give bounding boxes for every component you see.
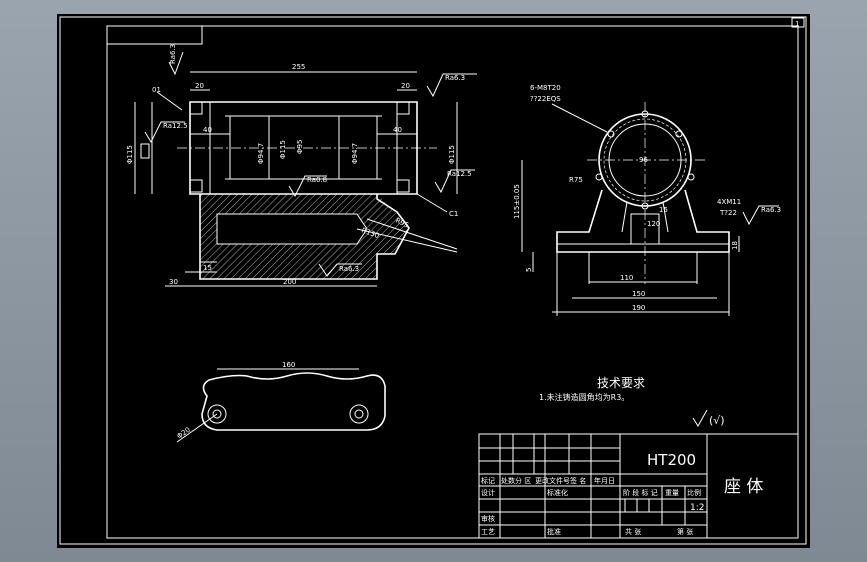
dim-phi115-left: Φ115 bbox=[126, 145, 134, 164]
rough-ra63-2: Ra6.3 bbox=[445, 74, 465, 82]
tb-design: 设计 bbox=[481, 488, 495, 497]
top-view: 160 Φ20 bbox=[176, 361, 386, 443]
support-outline bbox=[556, 189, 730, 253]
tb-label-sign: 签 名 bbox=[570, 476, 586, 485]
side-dim-height: 115±0.05 bbox=[513, 184, 521, 219]
front-view: 255 20 20 40 40 Φ115 Φ94.7 Φ115 Φ95 Φ94.… bbox=[126, 44, 477, 287]
ext-lines bbox=[556, 252, 730, 316]
side-dim-96: 96 bbox=[639, 156, 648, 164]
rough-ra125-right: Ra12.5 bbox=[447, 170, 472, 178]
corner-box bbox=[106, 25, 203, 45]
tb-sheet-no: 第 张 bbox=[677, 527, 693, 536]
drawing-canvas: 1 bbox=[59, 16, 807, 545]
top-dim-160: 160 bbox=[282, 361, 295, 369]
side-view: 6-M8T20 ??22EQS 96 R75 115±0.05 15 120 4… bbox=[513, 84, 781, 316]
datum-box bbox=[140, 143, 150, 159]
tb-part-name: 座 体 bbox=[724, 477, 763, 497]
general-rough-symbol: (√) bbox=[709, 414, 725, 427]
tb-process: 工艺 bbox=[481, 528, 495, 536]
tb-ratio: 比例 bbox=[687, 488, 701, 497]
side-dim-5: 5 bbox=[525, 268, 533, 272]
dim-200: 200 bbox=[283, 278, 296, 286]
tag-01: 01 bbox=[152, 86, 161, 94]
outer-border bbox=[59, 16, 807, 545]
hatch-bl bbox=[189, 179, 203, 193]
dim-20-left: 20 bbox=[195, 82, 204, 90]
top-dim-phi20: Φ20 bbox=[176, 426, 192, 441]
page-number-box bbox=[791, 17, 805, 28]
rough-ra08: Ra0.8 bbox=[307, 176, 327, 184]
leader-r130 bbox=[356, 228, 458, 253]
dim-40-left: 40 bbox=[203, 126, 212, 134]
hatch-tl bbox=[189, 101, 203, 115]
tb-standardize: 标准化 bbox=[547, 488, 568, 497]
title-block: HT200 座 体 1:2 标记 处数 分 区 更改文件号 签 名 年月日 设计… bbox=[478, 433, 799, 539]
side-dim-150: 150 bbox=[632, 290, 645, 298]
tb-scale: 1:2 bbox=[690, 503, 704, 513]
dim-c1: C1 bbox=[449, 210, 458, 218]
inner-border bbox=[106, 25, 799, 539]
side-thread-note-2: ??22EQS bbox=[530, 95, 561, 103]
notes-line1: 1.未注铸造圆角均为R3。 bbox=[539, 392, 629, 402]
side-dim-120: 120 bbox=[647, 220, 660, 228]
hatch-br bbox=[396, 179, 410, 193]
dim-phi115-right: Φ115 bbox=[448, 145, 456, 164]
rough-symbol-1 bbox=[168, 51, 184, 76]
rough-ra63-1: Ra6.3 bbox=[169, 44, 177, 64]
dim-30: 30 bbox=[169, 278, 178, 286]
tb-label-mark: 标记 bbox=[481, 476, 495, 485]
drawing-sheet: 1 bbox=[57, 14, 810, 548]
tb-total: 共 张 bbox=[625, 527, 641, 536]
recess-lines bbox=[229, 116, 378, 179]
top-outline bbox=[201, 372, 386, 431]
side-dim-holes-2: T?22 bbox=[719, 209, 737, 217]
dim-phi94-right: Φ94.7 bbox=[351, 143, 359, 164]
side-dim-r75: R75 bbox=[569, 176, 583, 184]
side-dim-110: 110 bbox=[620, 274, 633, 282]
side-dim-15: 15 bbox=[659, 206, 668, 214]
tb-label-count: 处数 bbox=[501, 476, 515, 485]
rough-ra125-left: Ra12.5 bbox=[163, 122, 188, 130]
dim-15: 15 bbox=[203, 264, 212, 272]
tb-approve: 批准 bbox=[547, 527, 561, 536]
rough-symbol-6 bbox=[318, 263, 362, 277]
inner-steps bbox=[268, 116, 340, 179]
side-dim-18: 18 bbox=[731, 241, 739, 250]
side-dim-holes: 4XM11 bbox=[717, 198, 741, 206]
tb-stage: 阶 段 标 记 bbox=[623, 488, 658, 497]
side-thread-note: 6-M8T20 bbox=[530, 84, 561, 92]
dim-phi94-left: Φ94.7 bbox=[257, 143, 265, 164]
tb-label-zone: 分 区 bbox=[515, 476, 531, 485]
tb-label-date: 年月日 bbox=[594, 476, 615, 485]
dim-255: 255 bbox=[292, 63, 305, 71]
page-number: 1 bbox=[795, 20, 799, 28]
dim-phi115-center: Φ115 bbox=[279, 140, 287, 159]
rough-symbol-4 bbox=[288, 175, 327, 198]
leader-r95 bbox=[366, 218, 458, 250]
dim-20-right: 20 bbox=[401, 82, 410, 90]
rough-ra63-bottom: Ra6.3 bbox=[339, 265, 359, 273]
side-dim-190: 190 bbox=[632, 304, 645, 312]
rib-lines bbox=[621, 201, 669, 233]
tb-review: 审核 bbox=[481, 514, 495, 523]
rough-symbol-2 bbox=[426, 73, 477, 98]
dim-phi95: Φ95 bbox=[296, 140, 304, 154]
base-hatch bbox=[200, 194, 409, 279]
rough-symbol-3 bbox=[144, 121, 185, 144]
hatch-tr bbox=[396, 101, 410, 115]
side-rough: Ra6.3 bbox=[761, 206, 781, 214]
dim-40-right: 40 bbox=[393, 126, 402, 134]
tb-label-doc: 更改文件号 bbox=[535, 476, 570, 485]
general-rough-icon bbox=[692, 409, 708, 427]
tb-material: HT200 bbox=[647, 451, 696, 469]
rough-symbol-5 bbox=[434, 169, 475, 194]
tb-weight: 重量 bbox=[665, 489, 679, 497]
base-cavity bbox=[216, 213, 368, 245]
notes-title: 技术要求 bbox=[597, 376, 645, 390]
